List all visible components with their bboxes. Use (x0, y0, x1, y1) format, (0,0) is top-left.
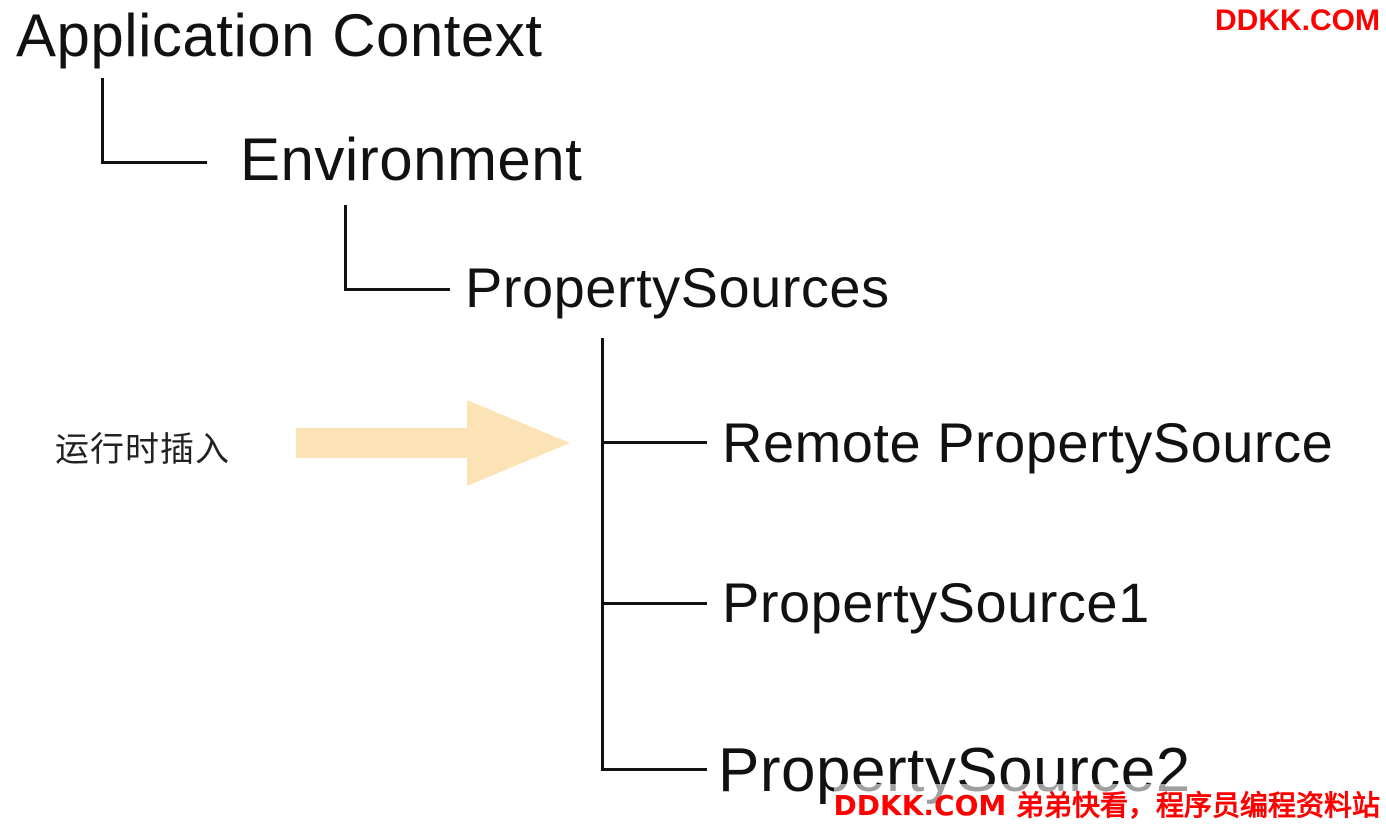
node-property-sources: PropertySources (465, 256, 890, 319)
connector-env-ps-vertical (344, 205, 347, 291)
connector-ps-child-2 (601, 768, 707, 771)
arrow-right-icon (296, 400, 570, 486)
connector-app-env-vertical (101, 78, 104, 164)
watermark-bottom: DDKK.COM 弟弟快看，程序员编程资料站 (833, 784, 1380, 824)
node-property-source-1: PropertySource1 (722, 571, 1150, 634)
connector-env-ps-horizontal (344, 288, 450, 291)
connector-ps-child-remote (601, 441, 707, 444)
node-environment: Environment (240, 126, 583, 193)
connector-ps-child-1 (601, 602, 707, 605)
connector-app-env-horizontal (101, 161, 207, 164)
runtime-insert-label: 运行时插入 (55, 430, 230, 470)
watermark-top: DDKK.COM (1215, 4, 1380, 37)
connector-ps-children-vertical (601, 338, 604, 771)
node-remote-property-source: Remote PropertySource (722, 411, 1334, 474)
node-application-context: Application Context (16, 2, 543, 69)
